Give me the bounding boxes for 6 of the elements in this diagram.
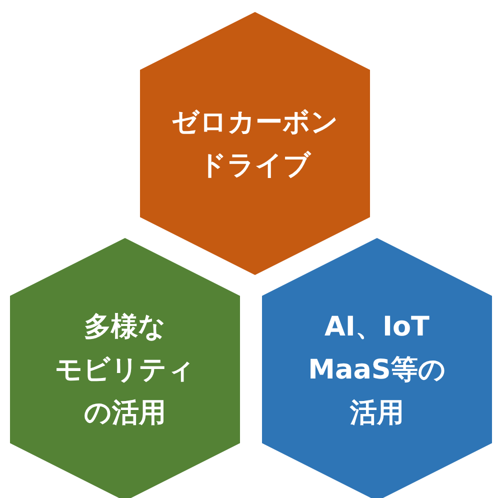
hexagon-label: ゼロカーボンドライブ — [170, 106, 340, 182]
hexagon — [140, 12, 370, 275]
hexagon — [262, 238, 492, 498]
hexagon-label: 多様なモビリティの活用 — [54, 310, 196, 430]
hexagon-label: AI、IoT MaaS等の活用 — [307, 310, 447, 430]
hexagon — [10, 238, 240, 498]
